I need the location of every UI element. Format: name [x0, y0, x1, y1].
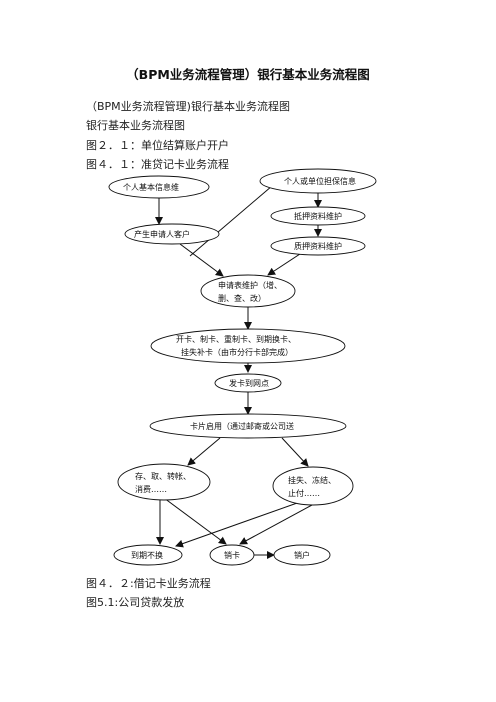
- node-card-ops: 存、取、转帐、 消费……: [117, 463, 211, 501]
- node-collateral-maint: 质押资料维护: [270, 236, 366, 256]
- figure-caption-4-1: 图４．１：准贷记卡业务流程: [86, 158, 229, 171]
- node-collateral-maint-label: 质押资料维护: [294, 241, 342, 251]
- node-form-label-line1: 申请表维护（增、: [218, 280, 282, 290]
- node-form-label-line2: 删、查、改）: [218, 293, 266, 303]
- node-applicant-label: 产生申请人客户: [134, 229, 190, 239]
- section-heading: 银行基本业务流程图: [86, 119, 185, 132]
- edge-collateral-to-form: [267, 253, 301, 276]
- node-pledge-maint: 抵押资料维护: [270, 206, 366, 226]
- node-expire-label: 到期不换: [131, 550, 163, 560]
- flowchart-edges: [155, 185, 322, 559]
- node-form-maint: 申请表维护（增、 删、查、改）: [200, 274, 296, 308]
- edge-guarantor-side-line: [189, 185, 273, 257]
- node-cancel: 销卡: [209, 544, 255, 566]
- node-issue-label-line1: 开卡、制卡、重制卡、到期换卡、: [176, 334, 296, 344]
- figure-caption-4-2: 图４．２:借记卡业务流程: [86, 577, 211, 590]
- edge-freeze-to-expire: [175, 501, 301, 548]
- node-guarantor-info-label: 个人或单位担保信息: [284, 176, 356, 186]
- node-freeze-label-line1: 挂失、冻结、: [288, 475, 336, 485]
- node-cancel-label: 销卡: [224, 550, 240, 560]
- node-pledge-maint-label: 抵押资料维护: [294, 211, 342, 221]
- node-freeze-label-line2: 止付……: [288, 488, 320, 498]
- node-distribute-label: 发卡到网点: [229, 378, 269, 388]
- edge-activate-to-ops: [187, 437, 221, 466]
- node-freeze: 挂失、冻结、 止付……: [272, 466, 354, 506]
- node-applicant: 产生申请人客户: [124, 223, 220, 245]
- edge-activate-to-freeze: [281, 437, 309, 467]
- node-personal-info: 个人基本信息维: [108, 175, 210, 199]
- edge-applicant-to-form: [179, 243, 224, 277]
- figure-caption-5-1: 图5.1:公司贷款发放: [86, 596, 185, 609]
- node-close-label: 销户: [294, 550, 310, 560]
- edge-freeze-to-cancel: [239, 504, 313, 545]
- node-activate-label: 卡片启用（通过邮寄或公司送: [190, 421, 294, 431]
- node-ops-label-line1: 存、取、转帐、: [135, 471, 191, 481]
- node-issue-label-line2: 挂失补卡（由市分行卡部完成）: [181, 347, 293, 357]
- node-card-issue: 开卡、制卡、重制卡、到期换卡、 挂失补卡（由市分行卡部完成）: [150, 328, 346, 364]
- node-personal-info-label: 个人基本信息维: [123, 182, 179, 192]
- node-guarantor-info: 个人或单位担保信息: [259, 168, 377, 194]
- node-activate: 卡片启用（通过邮寄或公司送: [149, 413, 347, 439]
- node-expire: 到期不换: [113, 544, 183, 566]
- node-ops-label-line2: 消费……: [135, 484, 167, 494]
- node-distribute: 发卡到网点: [214, 373, 282, 393]
- document-title: （BPM业务流程管理）银行基本业务流程图: [126, 67, 370, 82]
- document-subtitle: （BPM业务流程管理)银行基本业务流程图: [86, 100, 290, 113]
- node-close: 销户: [273, 544, 331, 566]
- edge-ops-to-cancel: [163, 497, 227, 545]
- figure-caption-2-1: 图２．１：单位结算账户开户: [86, 139, 229, 152]
